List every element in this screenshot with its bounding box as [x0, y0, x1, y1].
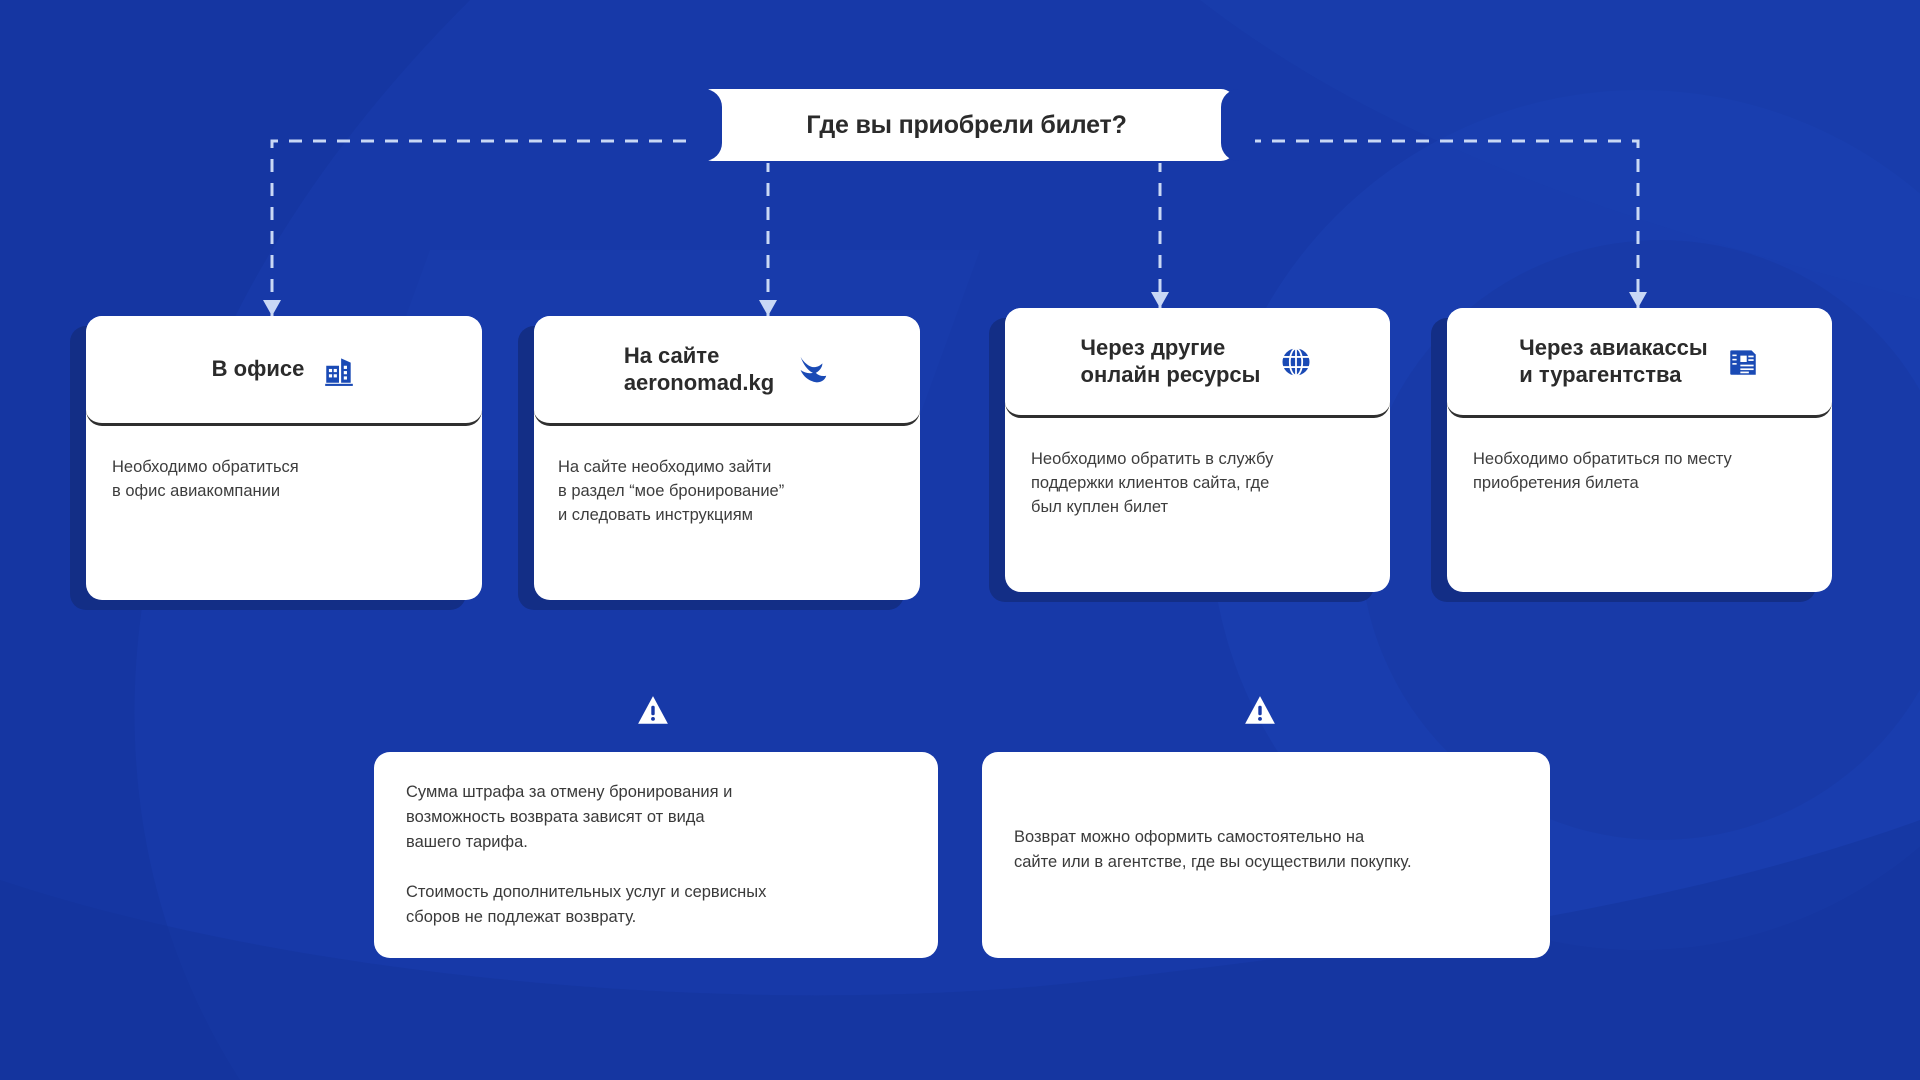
root-question-card: Где вы приобрели билет?: [698, 89, 1235, 161]
note-card-left: Сумма штрафа за отмену бронирования и во…: [374, 752, 938, 958]
note-card-right: Возврат можно оформить самостоятельно на…: [982, 752, 1550, 958]
globe-icon: [1278, 344, 1314, 380]
warning-triangle-icon: [1243, 694, 1277, 728]
card-header: В офисе: [86, 316, 482, 426]
card-header: Через другие онлайн ресурсы: [1005, 308, 1390, 418]
root-notch-right: [1221, 89, 1255, 161]
card-surface: На сайте aeronomad.kg На сайте необходим…: [534, 316, 920, 600]
card-surface: В офисе Необходимо обратиться в офис ави…: [86, 316, 482, 600]
aeronomad-bird-logo-icon: [792, 351, 830, 389]
card-description: На сайте необходимо зайти в раздел “мое …: [558, 458, 785, 524]
card-description: Необходимо обратить в службу поддержки к…: [1031, 450, 1274, 516]
note-text: Сумма штрафа за отмену бронирования и во…: [406, 783, 767, 927]
root-notch-left: [688, 89, 722, 161]
option-card-online[interactable]: Через другие онлайн ресурсы Необходимо о…: [989, 308, 1390, 602]
card-surface: Через другие онлайн ресурсы Необходимо о…: [1005, 308, 1390, 592]
option-card-site[interactable]: На сайте aeronomad.kg На сайте необходим…: [518, 316, 920, 610]
card-header: Через авиакассы и турагентства: [1447, 308, 1832, 418]
card-header: На сайте aeronomad.kg: [534, 316, 920, 426]
warning-triangle-icon: [636, 694, 670, 728]
documents-icon: [1726, 345, 1760, 379]
office-building-icon: [322, 353, 356, 387]
card-title: На сайте aeronomad.kg: [623, 342, 775, 395]
note-text: Возврат можно оформить самостоятельно на…: [1014, 828, 1412, 872]
page-title: Где вы приобрели билет?: [806, 110, 1127, 139]
card-surface: Через авиакассы и турагентства: [1447, 308, 1832, 592]
card-title: В офисе: [211, 356, 305, 382]
option-card-agency[interactable]: Через авиакассы и турагентства: [1431, 308, 1832, 602]
card-description: Необходимо обратиться в офис авиакомпани…: [112, 458, 299, 500]
card-title: Через авиакассы и турагентства: [1519, 334, 1708, 387]
card-description: Необходимо обратиться по месту приобрете…: [1473, 450, 1732, 492]
card-title: Через другие онлайн ресурсы: [1080, 334, 1261, 387]
option-card-office[interactable]: В офисе Необходимо обратиться в офис ави…: [70, 316, 482, 610]
